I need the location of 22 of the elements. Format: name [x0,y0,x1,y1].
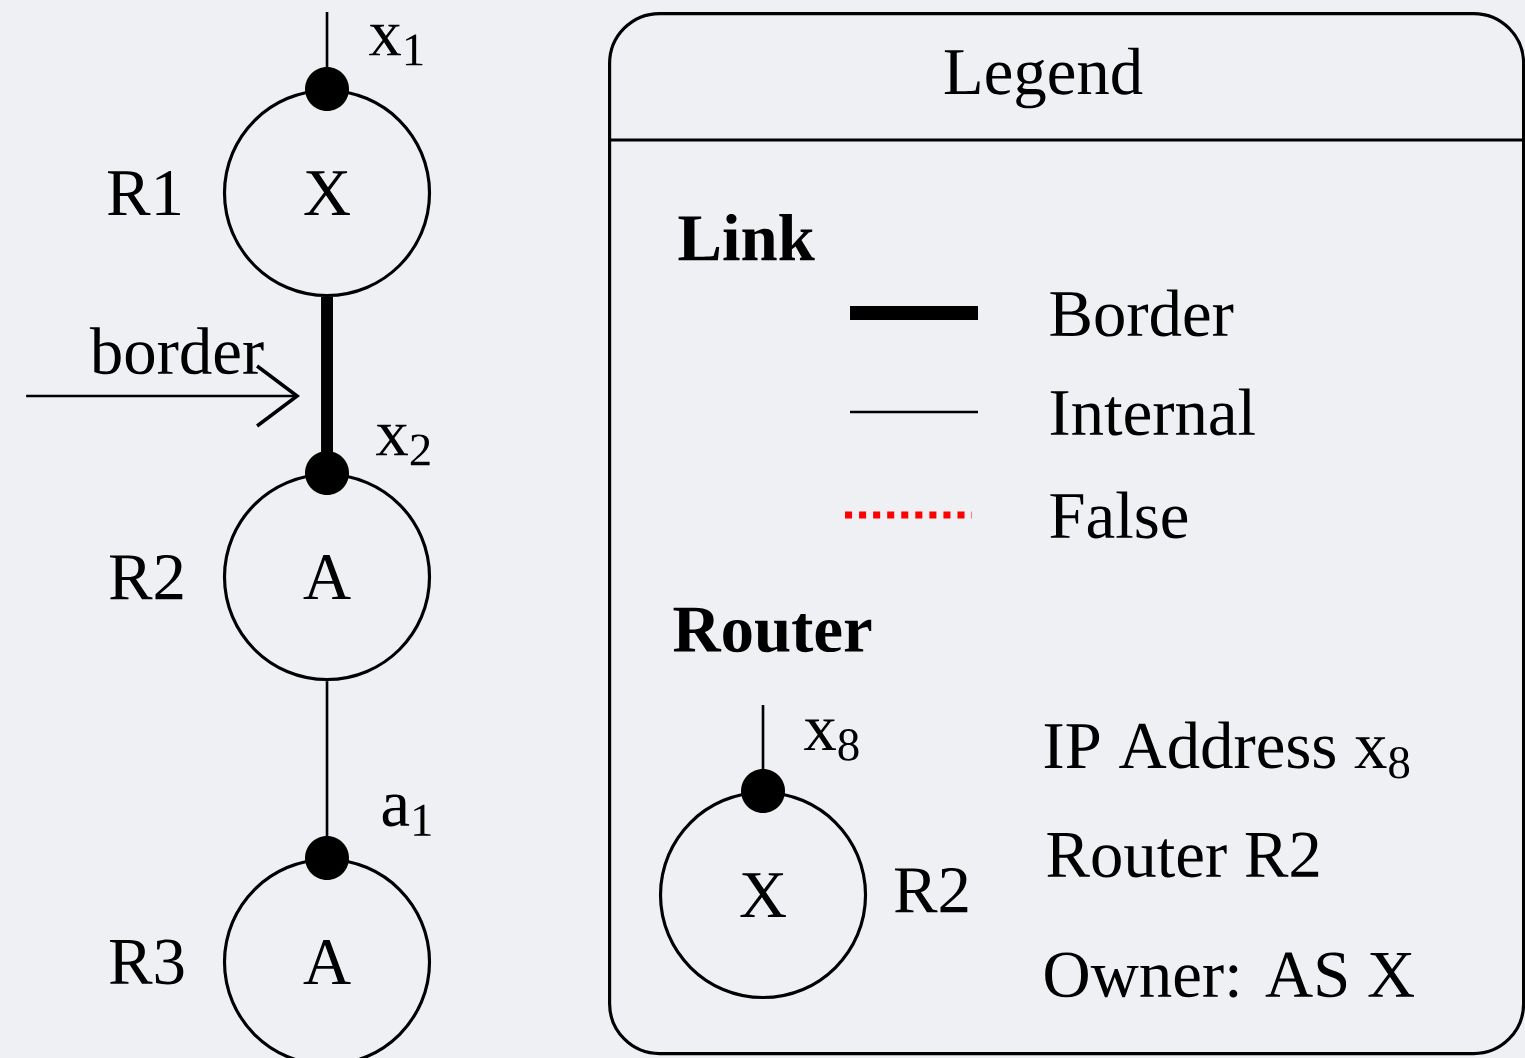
address-label: Router R2 [1047,832,1319,878]
router-label: R2 [109,554,183,600]
section-heading: Link [678,213,815,261]
link-line [305,681,349,880]
address-label: IP Address x$_{8}$ [1044,721,1410,779]
router-label: R1 [107,171,180,216]
legend-text: False [1050,491,1188,539]
link-line [305,12,349,111]
router-label: R2 [895,867,968,913]
address-label: Owner: AS X [1045,952,1414,998]
legend-text: Internal [1050,388,1255,436]
address-label: a$_{1}$ [382,794,431,836]
section-heading: Router [673,607,872,653]
link-line [305,297,349,495]
legend-text: Border [1050,289,1234,337]
annotation-text: border [89,327,264,375]
address-label: x$_{2}$ [376,424,430,466]
address-label: x$_{1}$ [369,24,423,66]
link-line [741,705,785,813]
link-line [256,364,300,428]
address-label: x$_{8}$ [804,719,859,761]
router-label: R3 [109,939,184,985]
